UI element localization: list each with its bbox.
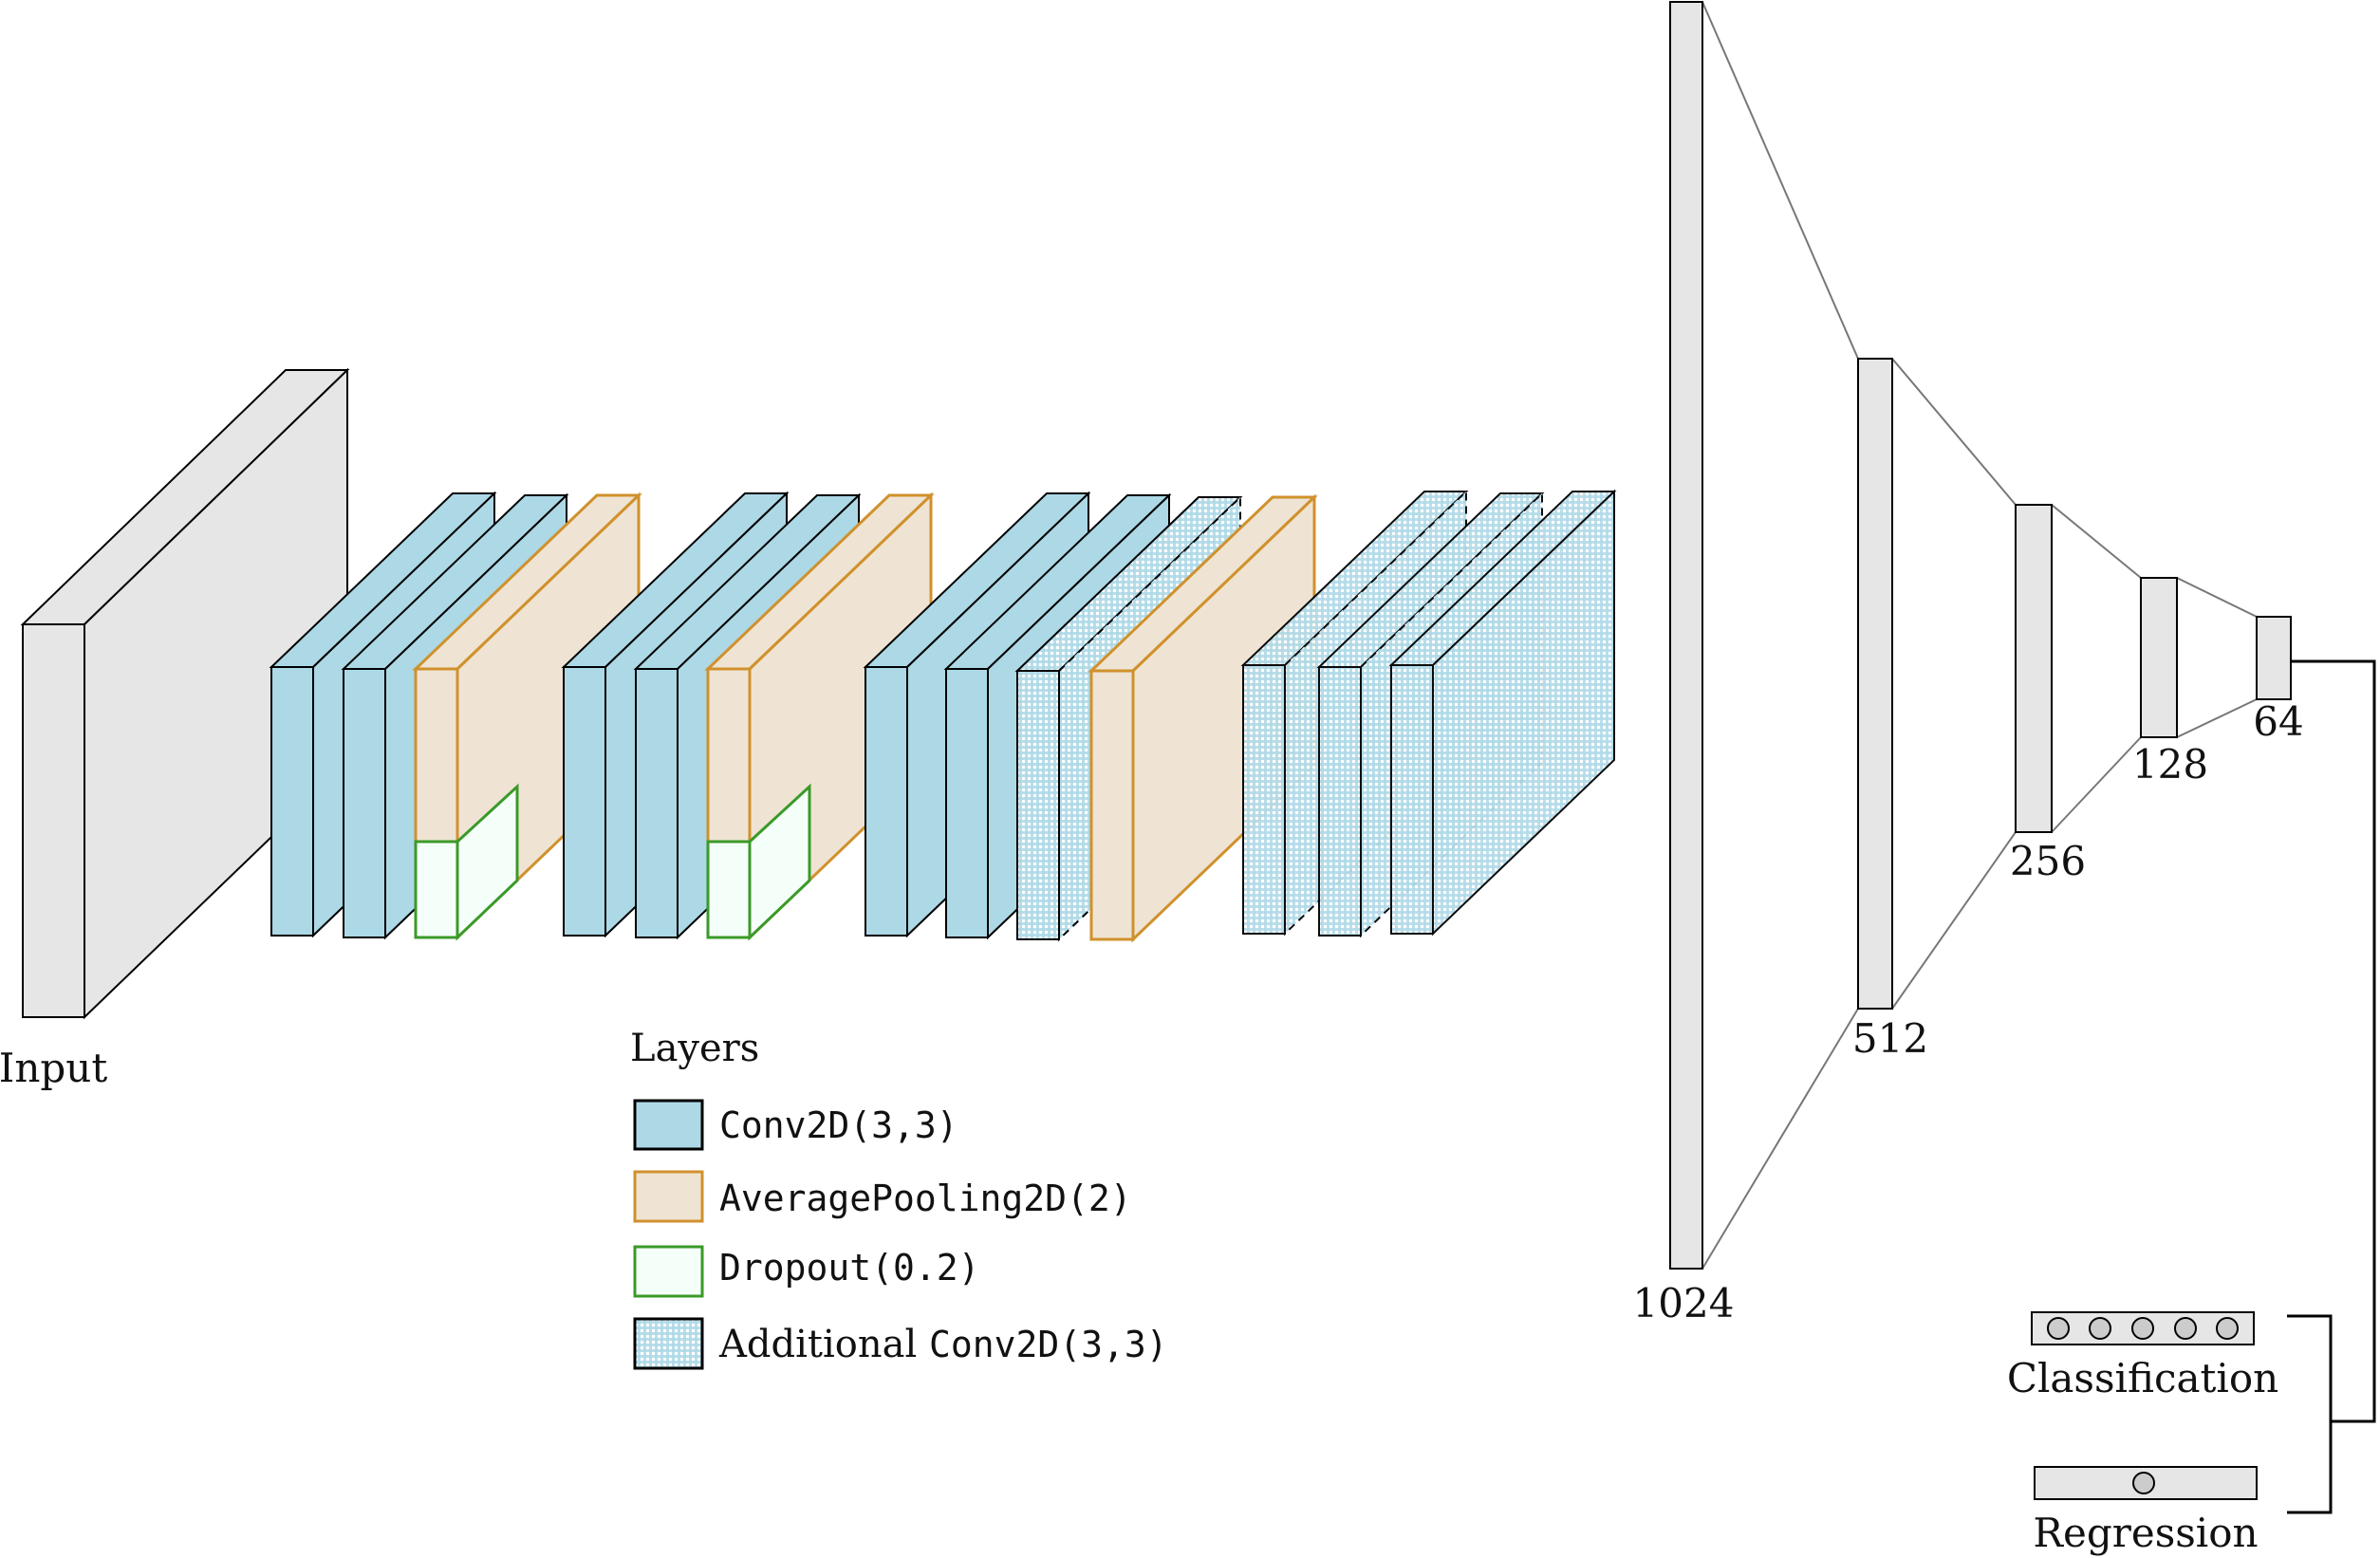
legend-swatch-pool	[633, 1170, 704, 1223]
legend-label-pool: AveragePooling2D(2)	[719, 1178, 1132, 1219]
legend-label-dropout: Dropout(0.2)	[719, 1247, 980, 1289]
dense-layer-512	[1857, 358, 1893, 1010]
dense-layer-1024	[1669, 1, 1703, 1270]
dense-label-1024: 1024	[1633, 1280, 1735, 1326]
pooling-layer-3	[1088, 493, 1318, 943]
legend-label-additional-prefix: Additional	[718, 1323, 929, 1366]
dropout-layer-1	[414, 783, 519, 941]
dense-layer-64	[2256, 616, 2292, 700]
legend-title: Layers	[630, 1027, 759, 1070]
dense-label-256: 256	[2010, 838, 2086, 884]
regression-output-icon	[2034, 1466, 2258, 1500]
legend-label-additional-code: Conv2D(3,3)	[929, 1324, 1168, 1365]
additional-conv-layer-4	[1388, 489, 1617, 937]
dense-label-128: 128	[2132, 741, 2208, 788]
classification-output-icon	[2031, 1311, 2255, 1345]
dense-layer-128	[2140, 577, 2178, 738]
dense-connections	[1701, 1, 2258, 1270]
dropout-layer-2	[706, 783, 811, 941]
legend-label-conv: Conv2D(3,3)	[719, 1104, 958, 1146]
regression-label: Regression	[2033, 1510, 2258, 1556]
legend-label-additional: Additional Conv2D(3,3)	[718, 1323, 1168, 1366]
dense-label-64: 64	[2253, 698, 2303, 745]
output-bracket	[2287, 659, 2376, 1514]
classification-label: Classification	[2007, 1355, 2278, 1401]
legend-swatch-dropout	[633, 1245, 704, 1298]
legend: Layers Conv2D(3,3) AveragePooling2D(2) D…	[630, 1027, 1168, 1370]
legend-swatch-additional	[633, 1317, 704, 1370]
dense-label-512: 512	[1852, 1015, 1928, 1062]
legend-swatch-conv	[633, 1099, 704, 1151]
input-block	[20, 367, 350, 1020]
input-label: Input	[0, 1045, 107, 1091]
dense-layer-256	[2015, 504, 2053, 833]
